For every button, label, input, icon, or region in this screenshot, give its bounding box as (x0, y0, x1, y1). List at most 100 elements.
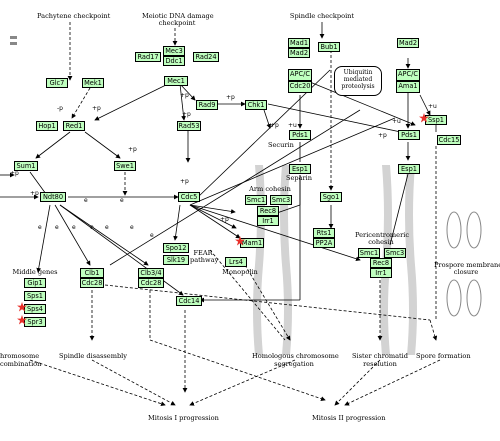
node-ddc1[interactable]: Ddc1 (163, 56, 185, 66)
ubiquitin-label-2: mediated (343, 76, 373, 83)
node-apcc-2[interactable]: APC/C (396, 69, 420, 81)
node-mad1[interactable]: Mad1 (288, 38, 310, 48)
middle-genes-label: Middle genes (12, 268, 58, 276)
node-chk1[interactable]: Chk1 (245, 100, 267, 110)
node-cdc20[interactable]: Cdc20 (288, 81, 312, 93)
edge-label-p6: +p (128, 146, 137, 153)
edge-label-p7: +p (10, 170, 19, 177)
edge-label-e9: e (150, 232, 154, 239)
node-rec8-a[interactable]: Rec8 (257, 206, 279, 216)
mitosis2-label: Mitosis II progression (312, 414, 386, 422)
chromosome-recombination-label-1: hromosome (0, 352, 40, 360)
highlight-star-mam1 (235, 236, 245, 246)
node-esp1-a[interactable]: Esp1 (289, 164, 311, 174)
edge-label-e2: e (120, 197, 124, 204)
node-irr1-a[interactable]: Irr1 (257, 216, 279, 226)
node-cdc28-a[interactable]: Cdc28 (80, 278, 104, 288)
node-sgo1[interactable]: Sgo1 (320, 192, 342, 202)
edge-label-e8: e (130, 224, 134, 231)
ubiquitin-proteolysis-box: Ubiquitin mediated proteolysis (334, 66, 382, 96)
pachytene-checkpoint-label: Pachytene checkpoint (37, 12, 111, 20)
node-smc3-b[interactable]: Smc3 (384, 248, 406, 258)
highlight-star-ssp1 (419, 113, 429, 123)
node-esp1-b[interactable]: Esp1 (398, 164, 420, 174)
node-bub1[interactable]: Bub1 (318, 42, 340, 52)
node-rad17[interactable]: Rad17 (135, 52, 161, 62)
node-spo12[interactable]: Spo12 (163, 243, 189, 253)
node-hop1[interactable]: Hop1 (36, 121, 58, 131)
pericentromeric-label-1: Pericentromeric (355, 231, 410, 239)
pericentromeric-label-2: cohesin (368, 238, 394, 246)
legend-bar-1 (10, 36, 17, 39)
node-ama1[interactable]: Ama1 (396, 81, 420, 93)
edge-label-e7: e (105, 224, 109, 231)
prospore-label-1: Prospore membrane (434, 261, 500, 269)
node-smc1-a[interactable]: Smc1 (245, 195, 267, 205)
separin-label: Separin (285, 174, 313, 182)
node-rad9[interactable]: Rad9 (196, 100, 218, 110)
monopolin-label: Monopolin (222, 268, 258, 276)
legend-bar-2 (10, 42, 17, 45)
homologous-segregation-label-2: segregation (274, 360, 314, 368)
edge-label-p5: +p (182, 111, 191, 118)
mitosis1-label: Mitosis I progression (148, 414, 219, 422)
node-cdc14[interactable]: Cdc14 (176, 296, 202, 306)
edge-label-e3: e (38, 224, 42, 231)
node-pp2a[interactable]: PP2A (313, 238, 335, 248)
prospore-label-2: closure (453, 268, 479, 276)
node-rts1[interactable]: Rts1 (313, 228, 335, 238)
node-lrs4[interactable]: Lrs4 (225, 257, 247, 267)
node-sps1[interactable]: Sps1 (24, 291, 46, 301)
node-rad24[interactable]: Rad24 (193, 52, 219, 62)
node-apcc-1[interactable]: APC/C (288, 69, 312, 81)
sister-resolution-label-2: resolution (363, 360, 397, 368)
homologous-segregation-label-1: Homologous chromosome (252, 352, 339, 360)
node-rec8-b[interactable]: Rec8 (370, 258, 392, 268)
node-rad53[interactable]: Rad53 (177, 121, 201, 131)
securin-label: Securin (268, 141, 294, 149)
node-glc7[interactable]: Glc7 (46, 78, 68, 88)
node-gip1[interactable]: Gip1 (24, 278, 46, 288)
node-pds1-b[interactable]: Pds1 (398, 130, 420, 140)
edge-label-p10: +p (270, 122, 279, 129)
edge-label-u3: +u (428, 103, 437, 110)
edge-label-p12: +p (220, 216, 229, 223)
edge-label-p8: +p (30, 190, 39, 197)
node-pds1-a[interactable]: Pds1 (289, 130, 311, 140)
node-smc1-b[interactable]: Smc1 (358, 248, 380, 258)
node-mad2-b[interactable]: Mad2 (397, 38, 419, 48)
chromosome-shape-1 (253, 165, 292, 355)
edge-label-p11: +p (378, 132, 387, 139)
node-slk19[interactable]: Slk19 (163, 255, 189, 265)
node-clb1[interactable]: Clb1 (80, 268, 104, 278)
node-clb34[interactable]: Clb3/4 (138, 268, 164, 278)
node-mec1[interactable]: Mec1 (164, 76, 188, 86)
meiotic-dna-checkpoint-label-2: checkpoint (158, 19, 196, 27)
node-ndt80[interactable]: Ndt80 (40, 192, 66, 202)
node-spr3[interactable]: Spr3 (24, 317, 46, 327)
meiotic-dna-checkpoint-label-1: Meiotic DNA damage (142, 12, 214, 20)
node-cdc5[interactable]: Cdc5 (178, 192, 200, 202)
node-mad2-a[interactable]: Mad2 (288, 48, 310, 58)
node-mec3[interactable]: Mec3 (163, 46, 185, 56)
node-sps4[interactable]: Sps4 (24, 304, 46, 314)
edge-label-p1: -p (57, 105, 63, 112)
edge-label-u1: +u (288, 122, 297, 129)
node-cdc28-b[interactable]: Cdc28 (138, 278, 164, 288)
ubiquitin-label-3: proteolysis (341, 83, 375, 90)
node-cdc15[interactable]: Cdc15 (437, 135, 461, 145)
highlight-star-sps4 (17, 302, 27, 312)
node-mek1[interactable]: Mek1 (82, 78, 104, 88)
node-swe1[interactable]: Swe1 (114, 161, 136, 171)
node-irr1-b[interactable]: Irr1 (370, 268, 392, 278)
edge-label-e4: e (55, 224, 59, 231)
node-smc3-a[interactable]: Smc3 (270, 195, 292, 205)
edge-label-p2: +p (92, 105, 101, 112)
node-red1[interactable]: Red1 (63, 121, 85, 131)
edge-label-p3: +p (180, 92, 189, 99)
node-sum1[interactable]: Sum1 (14, 161, 38, 171)
sister-resolution-label-1: Sister chromatid (351, 352, 409, 360)
spore-formation-label: Spore formation (416, 352, 471, 360)
